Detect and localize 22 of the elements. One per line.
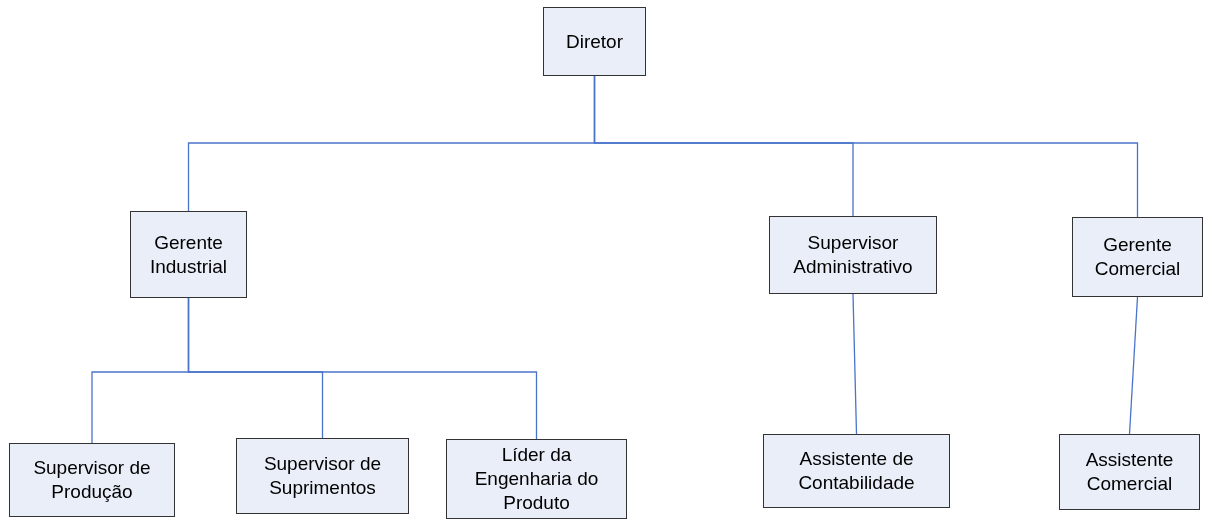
org-box [543,7,646,76]
connector-line [1128,296,1139,435]
org-box [763,434,950,508]
box-label: Diretor [566,29,623,54]
connector-line [852,293,858,435]
org-box [9,443,175,517]
org-box [130,211,247,298]
box-label: Supervisor de Suprimentos [262,452,383,500]
connector-line [187,297,538,440]
box-label: Assistente Comercial [1084,448,1175,496]
box-label: Assistente de Contabilidade [797,447,916,495]
box-label: Líder da Engenharia do Produto [473,443,600,515]
connector-line [593,75,1139,218]
org-box [769,216,937,294]
box-label: Supervisor de Produção [32,456,152,504]
box-label: Gerente Industrial [148,230,229,279]
box-label: Gerente Comercial [1093,233,1182,281]
org-box [236,438,409,514]
box-label: Supervisor Administrativo [792,231,914,279]
org-box [1059,434,1200,510]
org-box [1072,217,1203,297]
org-box [446,439,627,519]
